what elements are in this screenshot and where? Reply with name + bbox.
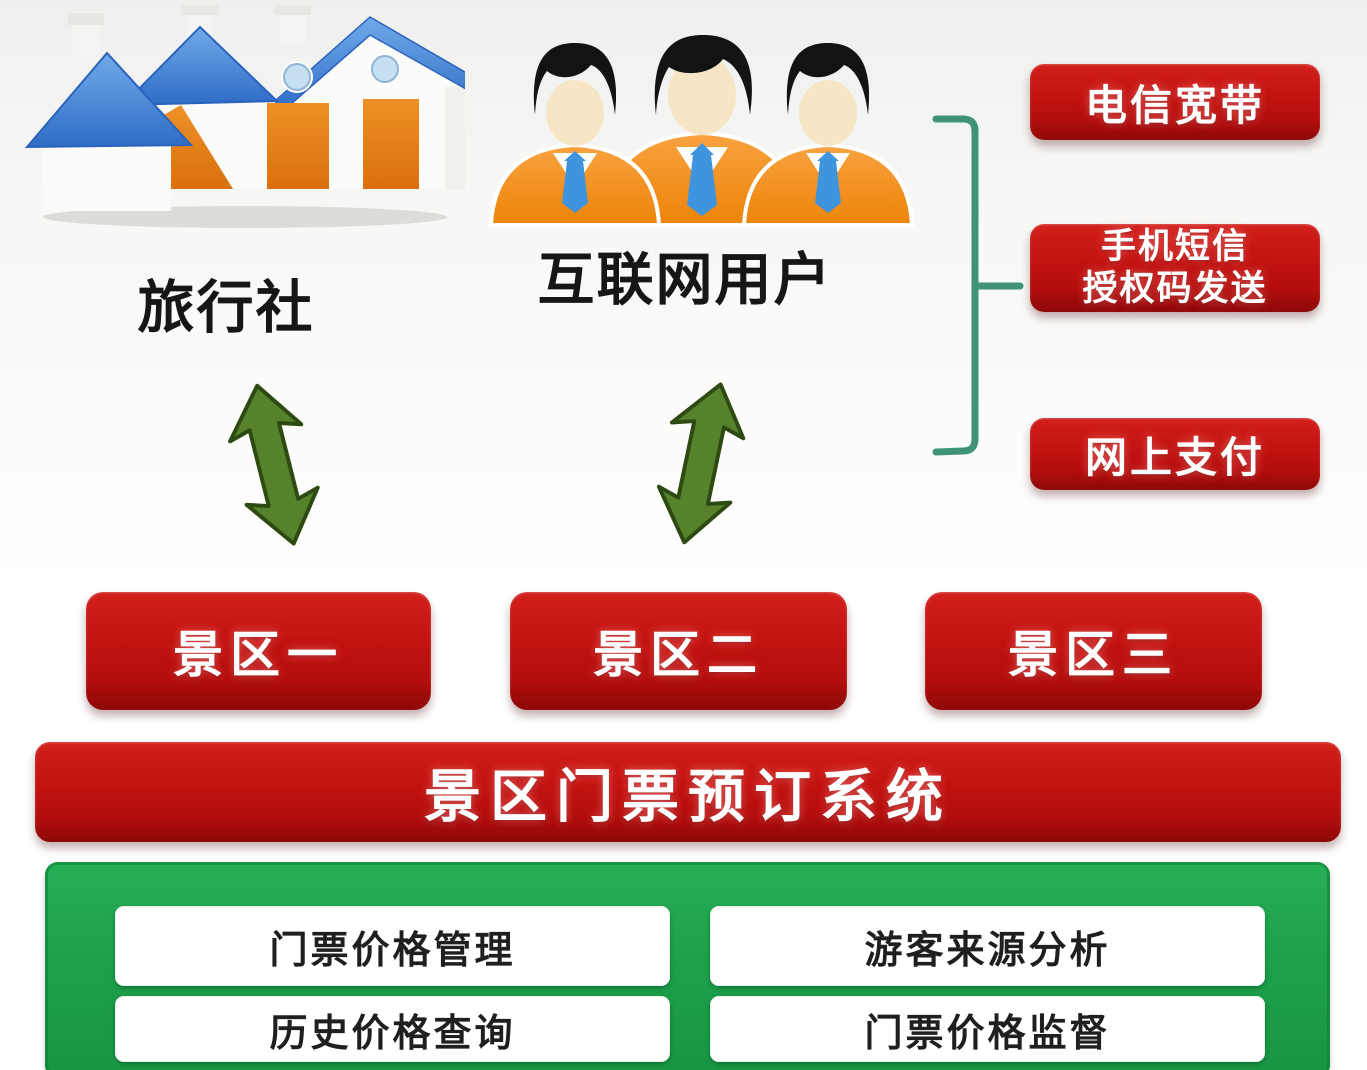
double-arrow-icon-left: [228, 383, 320, 546]
service-box-sms-auth-code: 手机短信 授权码发送: [1030, 224, 1320, 312]
management-panel: 门票价格管理 游客来源分析 历史价格查询 门票价格监督: [45, 862, 1330, 1070]
houses-icon: [25, 5, 465, 228]
double-arrow-icon-right: [656, 382, 746, 545]
bracket-icon: [932, 115, 1024, 456]
service-box-online-payment: 网上支付: [1030, 418, 1320, 490]
booking-system-bar: 景区门票预订系统: [35, 742, 1341, 842]
travel-agency-label: 旅行社: [137, 276, 315, 340]
module-ticket-price-supervision: 门票价格监督: [710, 996, 1265, 1062]
service-box-telecom-broadband: 电信宽带: [1030, 64, 1320, 140]
user-right: [741, 43, 915, 227]
module-visitor-source-analysis: 游客来源分析: [710, 906, 1265, 986]
module-historical-price-query: 历史价格查询: [115, 996, 670, 1062]
module-ticket-price-management: 门票价格管理: [115, 906, 670, 986]
user-left: [488, 43, 662, 227]
scenic-area-1-box: 景区一: [86, 592, 431, 710]
scenic-area-3-box: 景区三: [925, 592, 1262, 710]
users-icon: [488, 35, 915, 227]
internet-users-label: 互联网用户: [537, 248, 833, 312]
scenic-area-2-box: 景区二: [510, 592, 847, 710]
